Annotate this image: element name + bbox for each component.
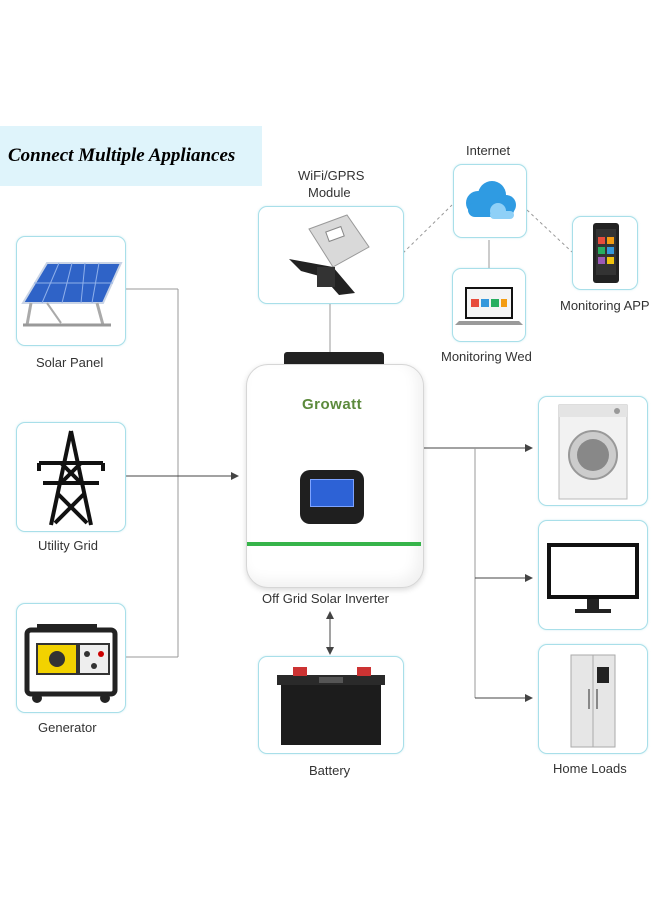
generator-box bbox=[16, 603, 126, 713]
internet-label: Internet bbox=[466, 143, 511, 158]
wifi-module-box bbox=[258, 206, 404, 304]
inverter-label: Off Grid Solar Inverter bbox=[262, 591, 389, 606]
solar-panel-box bbox=[16, 236, 126, 346]
monitor-icon bbox=[547, 543, 639, 613]
inverter-handle bbox=[284, 352, 384, 364]
internet-link-2 bbox=[526, 209, 573, 253]
monitor-box bbox=[538, 520, 648, 630]
inverter-lcd bbox=[310, 479, 354, 507]
washing-machine-box bbox=[538, 396, 648, 506]
battery-label: Battery bbox=[309, 763, 351, 778]
washing-machine-icon bbox=[558, 404, 628, 500]
utility-grid-box bbox=[16, 422, 126, 532]
smartphone-icon bbox=[593, 223, 619, 283]
monitoring-app-box bbox=[572, 216, 638, 290]
transmission-tower-icon bbox=[37, 430, 105, 526]
refrigerator-box bbox=[538, 644, 648, 754]
internet-box bbox=[453, 164, 527, 238]
inverter-stripe bbox=[247, 542, 421, 546]
diagram-title: Connect Multiple Appliances bbox=[8, 145, 236, 166]
battery-box bbox=[258, 656, 404, 754]
monitoring-app-label: Monitoring APP bbox=[560, 298, 650, 313]
battery-icon bbox=[277, 667, 385, 745]
home-loads-label: Home Loads bbox=[553, 761, 627, 776]
title-banner: Connect Multiple Appliances bbox=[0, 126, 262, 186]
generator-icon bbox=[24, 624, 118, 703]
wifi-module-icon bbox=[289, 214, 370, 295]
solar-panel-icon bbox=[21, 262, 123, 327]
solar-panel-label: Solar Panel bbox=[36, 355, 104, 370]
monitoring-web-label: Monitoring Wed bbox=[441, 349, 532, 364]
wifi-module-label-line2: Module bbox=[308, 185, 351, 200]
internet-link-1 bbox=[402, 204, 453, 254]
refrigerator-icon bbox=[570, 654, 616, 748]
inverter-brand: Growatt bbox=[302, 396, 363, 413]
laptop-icon bbox=[455, 287, 523, 325]
wifi-module-label-line1: WiFi/GPRS bbox=[298, 168, 365, 183]
utility-grid-label: Utility Grid bbox=[38, 538, 98, 553]
cloud-icon bbox=[466, 181, 516, 219]
monitoring-web-box bbox=[452, 268, 526, 342]
generator-label: Generator bbox=[38, 720, 97, 735]
